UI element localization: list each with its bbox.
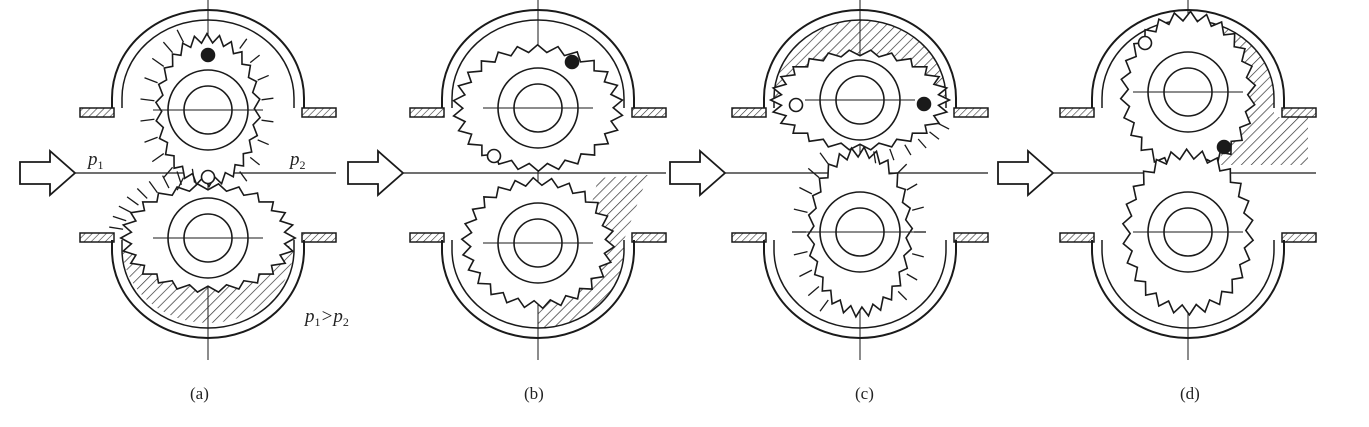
lower-left-flange (79, 232, 115, 243)
fluid-flow-line (897, 290, 908, 301)
fluid-flow-line (793, 208, 808, 214)
fluid-flow-line (162, 41, 174, 54)
fluid-flow-line (176, 29, 185, 43)
fluid-flow-line (109, 226, 124, 230)
fluid-flow-line (257, 139, 269, 146)
tracked-tooth-marker-hollow (1137, 35, 1153, 51)
fluid-flow-line (873, 151, 877, 164)
fluid-flow-line (889, 148, 895, 161)
fluid-flow-line (904, 144, 912, 156)
fluid-flow-line (261, 97, 274, 101)
fluid-flow-line (911, 253, 924, 258)
fluid-flow-line (261, 119, 274, 123)
upper-left-flange (409, 107, 445, 118)
tracked-tooth-marker-hollow (788, 97, 804, 113)
inlet-arrow (669, 149, 727, 197)
upper-left-flange (1059, 107, 1095, 118)
inlet-arrow (997, 149, 1055, 197)
pump-stage-d (997, 0, 1317, 360)
tracked-tooth-marker-filled (1216, 139, 1232, 155)
fluid-flow-line (176, 171, 183, 185)
fluid-flow-line (819, 152, 829, 165)
tracked-tooth-marker-filled (200, 47, 216, 63)
fluid-flow-line (191, 168, 196, 183)
fluid-flow-line (257, 74, 269, 81)
fluid-flow-line (807, 286, 820, 297)
fluid-flow-line (249, 156, 261, 166)
panel-a-caption: (a) (190, 384, 209, 403)
pump-stage-a (19, 0, 337, 360)
upper-left-flange (731, 107, 767, 118)
upper-right-flange (631, 107, 667, 118)
fluid-flow-line (112, 215, 127, 222)
panel-b-caption: (b) (524, 384, 544, 403)
fluid-flow-line (148, 180, 158, 194)
panel-c-caption: (c) (855, 384, 874, 403)
inlet-arrow (19, 149, 77, 197)
fluid-flow-line (799, 186, 813, 195)
fluid-flow-line (819, 299, 829, 312)
inlet-arrow (347, 149, 405, 197)
outlet-pressure-label: p2 (288, 149, 306, 172)
tracked-tooth-marker-hollow (200, 169, 216, 185)
panel-d-caption: (d) (1180, 384, 1200, 403)
lower-right-flange (631, 232, 667, 243)
fluid-flow-line (917, 138, 927, 149)
fluid-flow-line (162, 166, 174, 179)
fluid-flow-line (144, 77, 158, 84)
fluid-flow-line (897, 163, 908, 174)
fluid-flow-line (938, 123, 950, 130)
fluid-flow-line (793, 250, 808, 256)
upper-right-flange (301, 107, 337, 118)
upper-right-flange (1281, 107, 1317, 118)
fluid-flow-line (140, 118, 155, 122)
lower-left-flange (1059, 232, 1095, 243)
lower-right-flange (1281, 232, 1317, 243)
fluid-flow-line (144, 136, 158, 143)
fluid-flow-line (118, 205, 132, 214)
fluid-flow-line (249, 54, 261, 64)
fluid-flow-line (239, 171, 248, 182)
fluid-flow-line (799, 269, 813, 278)
fluid-flow-line (906, 183, 918, 191)
fluid-flow-line (807, 167, 820, 178)
inlet-pressure-label: p1 (86, 149, 104, 172)
fluid-flow-line (162, 175, 170, 189)
fluid-flow-line (126, 196, 139, 206)
fluid-flow-line (239, 38, 248, 49)
fluid-flow-line (136, 188, 148, 199)
fluid-flow-line (140, 98, 155, 102)
tracked-tooth-marker-filled (916, 96, 932, 112)
lower-left-flange (731, 232, 767, 243)
tracked-tooth-marker-hollow (486, 148, 502, 164)
lower-right-flange (301, 232, 337, 243)
tracked-tooth-marker-filled (564, 54, 580, 70)
fluid-flow-line (911, 206, 924, 211)
pump-stage-c (669, 0, 989, 360)
lower-right-flange (953, 232, 989, 243)
lower-left-flange (409, 232, 445, 243)
fluid-flow-line (151, 153, 165, 163)
fluid-flow-line (929, 131, 940, 140)
fluid-flow-line (906, 273, 918, 281)
pressure-relation-label: p1>p2 (303, 306, 349, 329)
fluid-flow-line (151, 57, 165, 67)
upper-left-flange (79, 107, 115, 118)
fluid-flow-line (176, 177, 185, 191)
pump-stage-b (347, 0, 667, 360)
upper-right-flange (953, 107, 989, 118)
